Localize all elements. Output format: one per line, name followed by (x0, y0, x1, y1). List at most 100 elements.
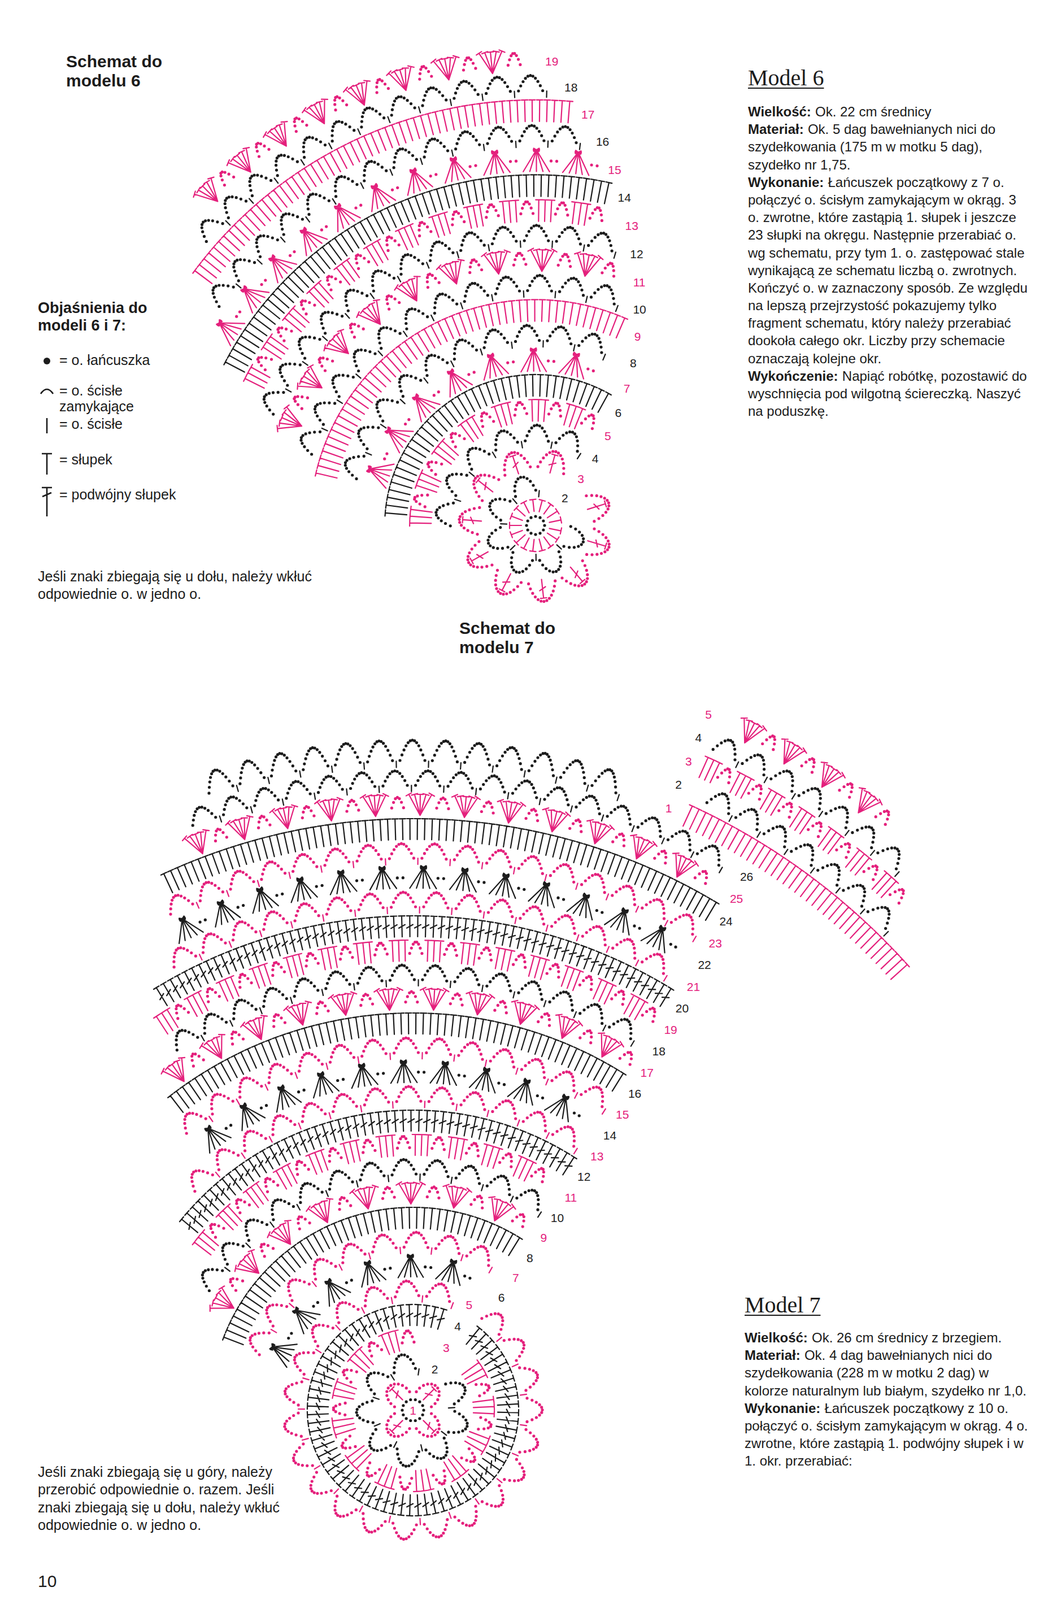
chain-dot (476, 1245, 480, 1249)
chain-dot (425, 373, 429, 377)
chain-dot (296, 394, 300, 398)
chain-dot (494, 442, 498, 446)
chain-dot (479, 1415, 482, 1419)
chain-dot (528, 563, 532, 567)
chain-dot (296, 1411, 300, 1415)
chain-dot (433, 306, 437, 310)
chain-dot (479, 239, 483, 243)
chain-dot (409, 1331, 412, 1335)
chain-dot (392, 1434, 396, 1438)
chain-dot (414, 1390, 418, 1394)
chain-dot (384, 1446, 388, 1450)
chain-dot (599, 350, 603, 354)
chain-dot (393, 155, 397, 159)
chain-dot (497, 1332, 501, 1336)
chain-dot (372, 1371, 376, 1374)
chain-dot (429, 1266, 433, 1269)
chain-dot (562, 462, 565, 465)
chain-dot (335, 120, 338, 124)
chain-dot (432, 1454, 436, 1458)
chain-dot (351, 288, 355, 292)
chain-dot (545, 280, 549, 284)
chain-dot (541, 89, 545, 93)
chain-dot (269, 179, 273, 182)
chain-dot (457, 211, 460, 215)
chain-dot (331, 125, 335, 129)
chain-dot (443, 1528, 447, 1531)
chain-dot (454, 432, 458, 436)
chain-dot (364, 1294, 368, 1298)
chain-dot (465, 1424, 469, 1428)
chain-dot (468, 447, 472, 451)
chain-dot (315, 1471, 319, 1474)
chain-dot (262, 397, 266, 401)
chain-dot (255, 149, 259, 153)
chain-dot (418, 77, 421, 81)
chain-dot (334, 277, 338, 281)
chain-dot (483, 346, 486, 350)
chain-dot (500, 1315, 504, 1319)
chain-dot (573, 583, 577, 587)
chain-dot (304, 432, 308, 436)
chain-dot (611, 297, 615, 300)
chain-dot (372, 161, 376, 164)
chain-dot (494, 579, 498, 582)
chain-dot (606, 507, 610, 511)
chain-dot (219, 174, 223, 178)
chain-dot (342, 175, 346, 179)
chain-dot (494, 232, 498, 236)
chain-dot (344, 1401, 347, 1405)
chain-dot (552, 359, 556, 363)
chain-dot (414, 376, 417, 380)
chain-dot (580, 584, 584, 587)
chain-dot (257, 360, 260, 364)
chain-dot (423, 155, 426, 159)
chain-dot (345, 458, 349, 462)
chain-dot (499, 429, 503, 433)
chart-model-6 (192, 49, 628, 603)
chain-dot (322, 423, 325, 426)
chain-dot (393, 1526, 397, 1530)
chain-dot (509, 432, 512, 436)
chain-dot (522, 324, 526, 328)
chain-dot (368, 106, 372, 110)
chain-dot (396, 186, 399, 190)
chain-dot (612, 268, 616, 272)
chain-dot (301, 307, 305, 311)
chain-dot (524, 76, 528, 80)
chain-dot (468, 1524, 472, 1528)
chain-dot (203, 1269, 207, 1273)
chain-dot (490, 79, 494, 82)
chain-dot (232, 285, 236, 289)
chain-dot (249, 1218, 252, 1222)
chain-dot (573, 527, 577, 531)
chain-dot (288, 362, 291, 365)
chain-dot (458, 515, 462, 519)
chain-dot (531, 483, 535, 487)
chain-dot (503, 225, 507, 229)
chain-dot (359, 427, 363, 431)
chain-dot (590, 163, 594, 167)
chain-dot (573, 229, 577, 233)
chain-dot (551, 450, 555, 454)
chain-dot (223, 183, 226, 187)
chain-dot (375, 90, 379, 94)
chain-dot (526, 519, 530, 523)
chain-dot (456, 1246, 460, 1250)
chain-dot (558, 127, 562, 131)
foundation-ring (524, 514, 546, 536)
chain-dot (437, 1242, 441, 1246)
chain-dot (432, 393, 436, 397)
chain-dot (402, 1353, 406, 1357)
chain-dot (475, 348, 478, 352)
chain-dot (437, 1394, 441, 1398)
chain-dot (349, 1203, 352, 1207)
chain-dot (424, 1241, 428, 1244)
chain-dot (365, 1528, 369, 1532)
chain-dot (516, 477, 520, 481)
chain-dot (601, 533, 605, 537)
chain-dot (352, 128, 356, 132)
chain-dot (538, 273, 542, 277)
chain-dot (587, 414, 591, 418)
chain-dot (563, 203, 567, 207)
